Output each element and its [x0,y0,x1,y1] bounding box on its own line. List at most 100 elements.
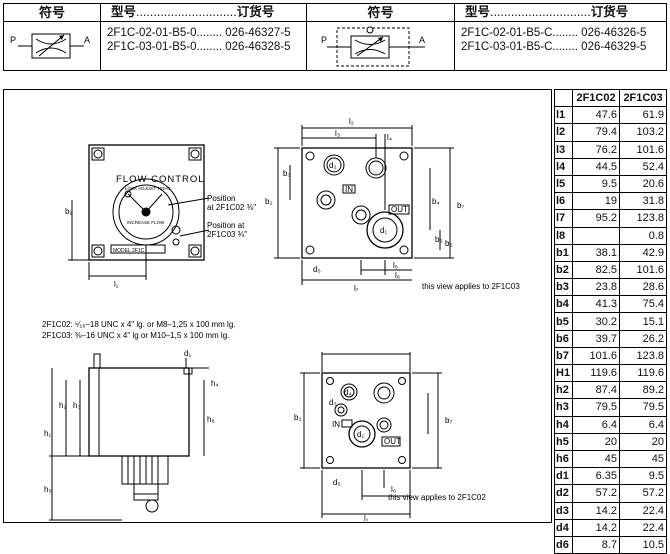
symbol-header-right: 符号 [307,4,454,22]
dim-l6-02: l₆ [391,485,396,494]
dimension-value-cell: 52.4 [619,157,667,176]
dimension-value-cell: 103.2 [619,123,667,142]
dimension-value-cell: 57.2 [572,484,621,503]
dim-l2: l₂ [349,117,354,126]
symbol-header-left: 符号 [4,4,100,22]
increase-flow-text: INCREASE FLOW [127,220,165,225]
out-label-03: OUT [391,205,408,214]
dimension-label-cell: d1 [553,467,574,486]
dimension-value-cell: 30.2 [572,312,621,331]
position-03-label-2: 2F1C03 ¾" [207,230,247,239]
dim-b2-02: b₂ [294,413,302,422]
dimension-label-cell: h2 [553,381,574,400]
in-label-03: IN [345,185,353,194]
dimension-value-cell: 101.6 [619,140,667,159]
port-p-label: P [10,35,16,45]
dimension-label-cell: b3 [553,278,574,297]
model-row: 2F1C-02-01-B5-0........ 026-46327-5 [107,27,291,39]
lock-adjust-text: LOCK ADJUST TIGHT [125,186,171,191]
dimension-value-cell: 119.6 [572,363,621,383]
dimension-value-cell [572,226,621,245]
dim-d4: d₄ [344,388,352,397]
dim-b6: b₆ [445,239,453,248]
knob-side [121,455,169,485]
dimension-value-cell: 89.2 [619,381,667,400]
model-label-left: 型号 [111,5,137,19]
dimension-value-cell: 123.8 [619,346,667,366]
dimension-value-cell: 28.6 [619,278,667,297]
table-header-cell: 2F1C03 [619,88,667,108]
dimension-label-cell: l1 [553,106,574,125]
dimension-value-cell: 6.4 [619,415,667,434]
flow-valve-check-symbol-right: P A [321,26,425,67]
dim-d1-side: d₁ [184,349,191,358]
dimension-label-cell: b6 [553,329,574,348]
dim-l7: l₇ [354,284,359,293]
dimension-value-cell: 119.6 [619,363,667,383]
dim-b1: b₁ [65,207,72,216]
dimension-label-cell: l7 [553,209,574,228]
dim-h4: h₄ [211,379,219,388]
model-dots-right: ............................. [490,5,591,19]
dim-h1: h₁ [44,429,51,438]
symbol-column-left: 符号 P A [4,4,101,70]
table-header-cell [553,88,574,108]
dimension-value-cell: 79.4 [572,123,621,142]
dimension-value-cell: 31.8 [619,192,667,211]
dim-l1-02: l₁ [364,514,369,521]
dimension-label-cell: h6 [553,449,574,469]
order-label-left: 订货号 [236,5,275,19]
dimension-value-cell: 14.2 [572,518,621,537]
plan-view-03-body [301,147,413,259]
model-label-right: 型号 [465,5,491,19]
dim-l6: l₆ [395,271,400,280]
screw-02-note: 2F1C02: ⁵⁄₁₆–18 UNC x 4" lg. or M8–1,25 … [42,320,236,329]
dimension-value-cell: 82.5 [572,260,621,280]
order-label-right: 订货号 [590,5,629,19]
dimension-value-cell: 57.2 [619,484,667,503]
dim-l1: l₁ [114,280,119,289]
dimension-label-cell: b4 [553,295,574,314]
symbol-column-right: 符号 P A [307,4,455,70]
dimension-label-cell: h5 [553,432,574,451]
header-table: 符号 P A 型号.............................订货… [3,3,667,71]
dimension-value-cell: 79.5 [619,398,667,417]
dim-d2: d₂ [329,161,337,170]
dimension-label-cell: l5 [553,174,574,194]
model-row: 2F1C-03-01-B5-0........ 026-46328-5 [107,41,291,53]
dimension-value-cell: 75.4 [619,295,667,314]
model-header-left: 型号.............................订货号 [101,4,306,22]
dimension-value-cell: 61.9 [619,106,667,125]
dimension-value-cell: 20.6 [619,174,667,194]
dimension-value-cell: 101.6 [619,260,667,280]
dimension-label-cell: l4 [553,157,574,176]
dimension-value-cell: 42.9 [619,243,667,262]
drawing-canvas: FLOW CONTROL LOCK ADJUST TIGHT INCREASE … [42,117,520,521]
dim-d1: d₁ [380,226,387,235]
dimension-value-cell: 6.35 [572,467,621,486]
position-02-label-2: at 2F1C02 ⅜" [207,203,256,212]
side-view-body [88,367,190,457]
dimension-value-cell: 9.5 [619,467,667,486]
dimension-value-cell: 45 [572,449,621,469]
dimension-value-cell: 0.8 [619,226,667,245]
dimension-label-cell: l3 [553,140,574,159]
flow-control-label: FLOW CONTROL [116,174,205,185]
dimension-label-cell: b7 [553,346,574,366]
dimension-label-cell: h4 [553,415,574,434]
dimension-value-cell: 123.8 [619,209,667,228]
table-header-cell: 2F1C02 [572,88,621,108]
dim-l5: l₅ [393,261,398,270]
